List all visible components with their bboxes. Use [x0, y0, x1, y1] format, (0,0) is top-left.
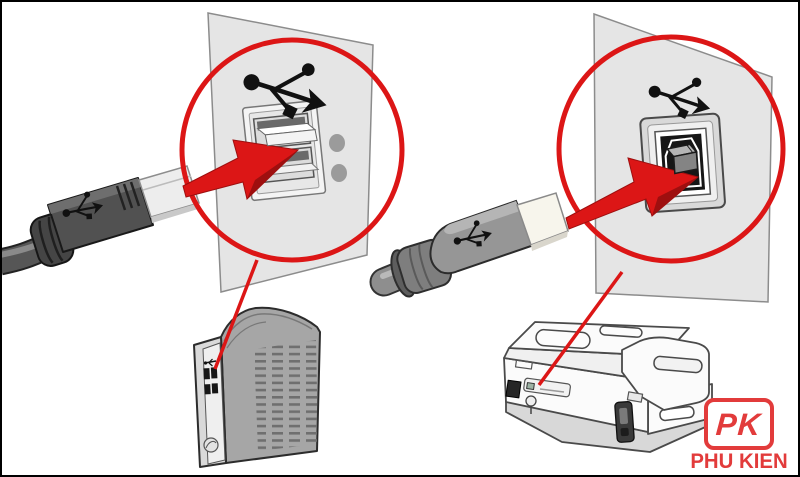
printer-latch: [614, 401, 635, 443]
plug-grip-ridges: [115, 181, 141, 211]
printer-clip: [626, 391, 644, 403]
tower-top-ridge: [223, 313, 313, 342]
port-b-tab: [665, 143, 699, 175]
printer-adf-block: [621, 336, 710, 411]
printer-handle-slot: [535, 328, 591, 350]
tower-emblem-swoosh: [205, 440, 217, 449]
printer-port-bar: [523, 377, 571, 398]
usb-a-connector: [2, 165, 200, 276]
tip-edge: [142, 175, 192, 191]
tower-vent-grille: [254, 340, 318, 451]
insert-arrow-icon: [182, 139, 300, 200]
printer-usb-port: [526, 382, 535, 391]
printer-adf-slot: [653, 355, 703, 374]
printer-lock-port: [525, 395, 537, 407]
printer-rear-vent: [514, 359, 533, 370]
printer-power-inlet: [505, 379, 522, 399]
brand-logo: PK PHU KIEN: [683, 398, 795, 473]
brand-initials: PK: [715, 406, 763, 442]
usb-b-connector: [369, 192, 569, 298]
plug-body: [429, 199, 536, 275]
tip-shade: [151, 203, 199, 223]
insert-arrow-icon: [565, 157, 700, 230]
printer: [503, 321, 713, 453]
magnifier-circle-right: [556, 34, 786, 264]
tower-usb-icon: [203, 358, 217, 367]
brand-name: PHU KIEN: [690, 450, 788, 473]
port-a-tongue: [256, 122, 318, 147]
tower-usb-ports: [203, 367, 219, 395]
plug-body-top: [444, 201, 520, 235]
brand-logo-box: PK: [704, 398, 774, 450]
led-indicator: [331, 164, 347, 182]
callout-line-right: [537, 270, 624, 387]
tower-emblem: [203, 437, 219, 453]
tower-top-ridge2: [226, 321, 267, 349]
port-bar-detail: [539, 388, 565, 393]
magnifier-circle-left: [179, 37, 405, 263]
callout-line-left: [213, 259, 259, 370]
led-indicator: [329, 134, 345, 152]
printer-top-slot: [599, 325, 643, 338]
tip-shade: [531, 231, 568, 251]
computer-tower: [193, 306, 321, 468]
